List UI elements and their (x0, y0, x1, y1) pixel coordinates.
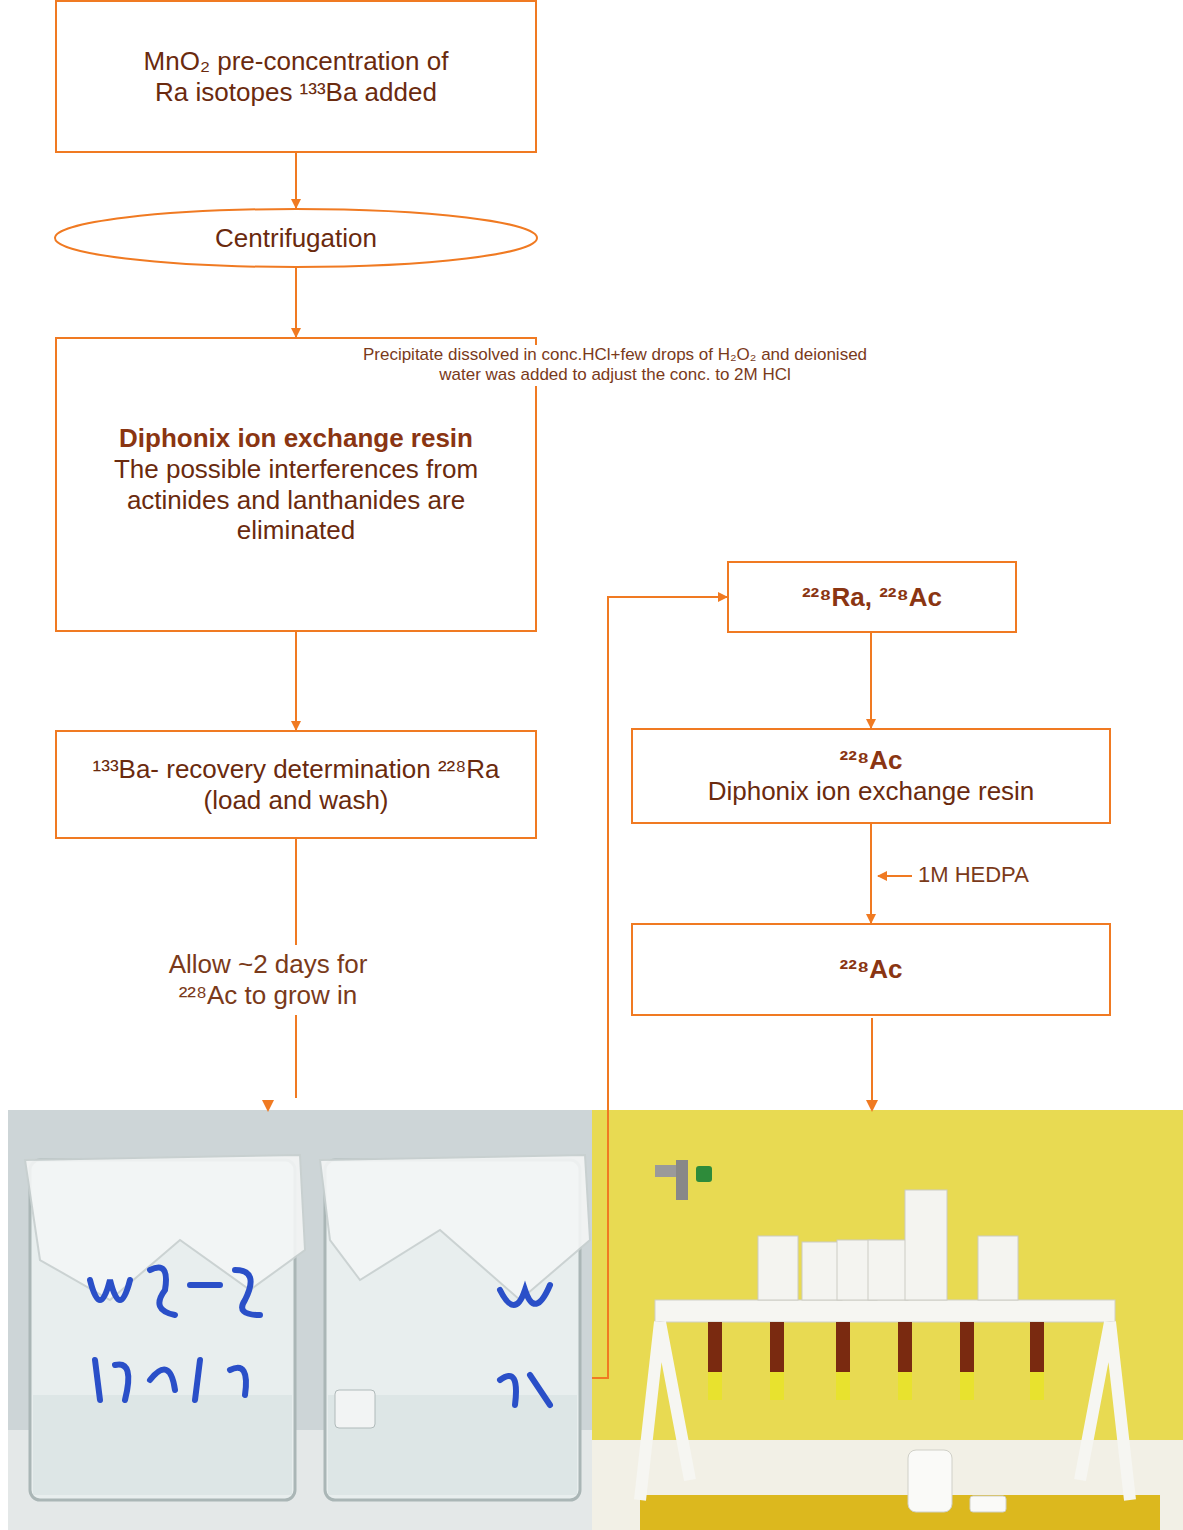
box-heading: ²²⁸Ac (840, 954, 903, 985)
process-box: ²²⁸Ra, ²²⁸Ac (727, 561, 1017, 633)
resin-bed (898, 1322, 912, 1372)
box-text: Diphonix ion exchange resin (708, 776, 1035, 807)
tap (676, 1160, 688, 1200)
handwriting-mark (90, 1268, 260, 1316)
column-frit (960, 1372, 974, 1400)
procedure-note: Precipitate dissolved in conc.HCl+few dr… (350, 345, 880, 386)
box-heading: Diphonix ion exchange resin (119, 423, 473, 454)
reagent-note: 1M HEDPA (918, 862, 1029, 888)
column-reservoir (868, 1240, 908, 1300)
stir-bar (335, 1390, 375, 1428)
handwriting-mark (95, 1360, 246, 1400)
column-frit (1030, 1372, 1044, 1400)
flow-arrow (295, 153, 297, 208)
column-frit (836, 1372, 850, 1400)
flow-arrow (870, 824, 872, 923)
tap-handle (696, 1166, 712, 1182)
column-frit (708, 1372, 722, 1400)
column-rack (655, 1300, 1115, 1322)
process-box: ²²⁸Ac (631, 923, 1111, 1016)
column-rack (640, 1322, 1130, 1500)
flow-arrow (870, 633, 872, 728)
yellow-mat (640, 1495, 1160, 1530)
column-reservoir (802, 1242, 842, 1300)
box-text: ¹³³Ba- recovery determination ²²⁸Ra (loa… (86, 754, 506, 815)
arrow-head (866, 1100, 878, 1112)
box-heading: ²²⁸Ra, ²²⁸Ac (802, 582, 942, 613)
box-heading: ²²⁸Ac (840, 745, 903, 776)
flow-arrow (295, 268, 297, 337)
process-ellipse: Centrifugation (54, 208, 538, 268)
resin-bed (1030, 1322, 1044, 1372)
sample-bottle (908, 1450, 952, 1512)
column-reservoir (905, 1190, 947, 1300)
bottle-cap (970, 1496, 1006, 1512)
ellipse-outline (55, 209, 537, 267)
beaker-photo (8, 1110, 592, 1530)
beaker-liquid (33, 1395, 292, 1495)
box-text: Centrifugation (215, 223, 377, 254)
resin-bed (770, 1322, 784, 1372)
column-photo (592, 1110, 1183, 1530)
process-box: MnO₂ pre-concentration of Ra isotopes ¹³… (55, 0, 537, 153)
resin-bed (708, 1322, 722, 1372)
handwriting-mark (500, 1285, 550, 1405)
box-text: The possible interferences from actinide… (81, 454, 511, 546)
parafilm-cover (320, 1155, 590, 1300)
resin-bed (960, 1322, 974, 1372)
column-frit (770, 1372, 784, 1400)
flow-arrow (295, 632, 297, 730)
column-reservoir (978, 1236, 1018, 1300)
process-box: ¹³³Ba- recovery determination ²²⁸Ra (loa… (55, 730, 537, 839)
column-reservoir (758, 1236, 798, 1300)
box-text: MnO₂ pre-concentration of Ra isotopes ¹³… (131, 46, 461, 107)
edge-label: Allow ~2 days for ²²⁸Ac to grow in (143, 945, 393, 1015)
note-arrow (878, 875, 912, 877)
flow-line (871, 1018, 873, 1100)
resin-bed (836, 1322, 850, 1372)
arrow-head (262, 1100, 274, 1112)
process-box: ²²⁸AcDiphonix ion exchange resin (631, 728, 1111, 824)
column-frit (898, 1372, 912, 1400)
resin-columns (708, 1190, 1044, 1400)
